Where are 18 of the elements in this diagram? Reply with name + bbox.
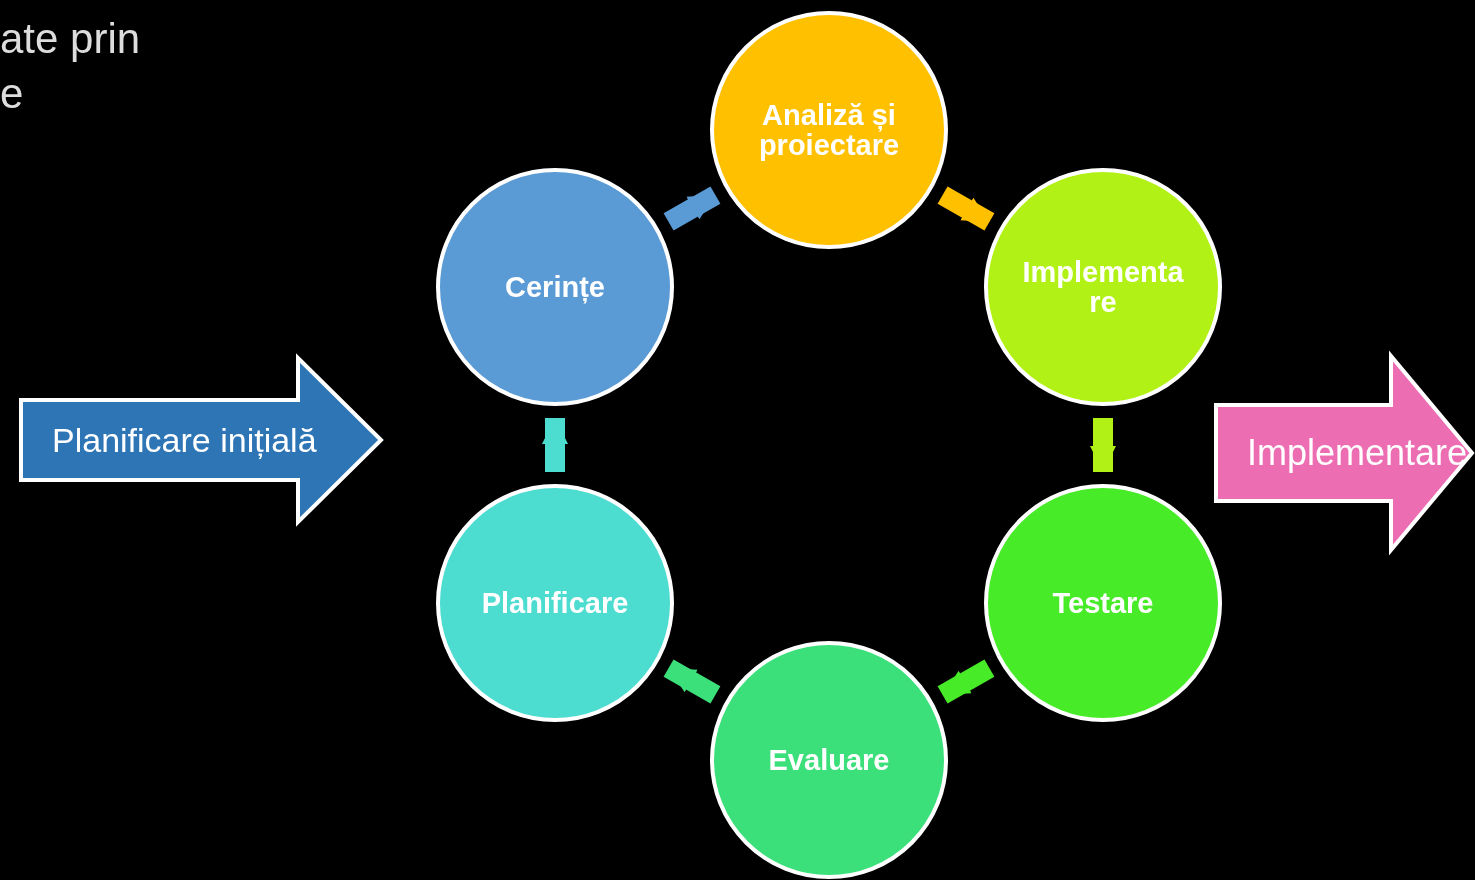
node-label: Planificare [481,588,629,618]
arrow [663,659,721,704]
node-label: Implementare [1247,432,1468,474]
arrow [937,186,995,231]
node-label: Planificare inițială [52,420,317,460]
arrow [937,659,995,704]
arrow [1090,418,1116,472]
arrow [663,186,721,231]
node-label: Analiză și proiectare [757,100,901,160]
node-label: Evaluare [768,745,890,775]
node-label: Cerințe [505,272,605,302]
arrow [542,418,568,472]
block-arrow [1213,353,1475,553]
node-label: Implementare [1021,257,1185,317]
heading-fragment: ate prin [0,15,141,63]
block-arrow [18,355,384,525]
heading-fragment: e [0,70,24,118]
node-label: Testare [1052,588,1154,618]
